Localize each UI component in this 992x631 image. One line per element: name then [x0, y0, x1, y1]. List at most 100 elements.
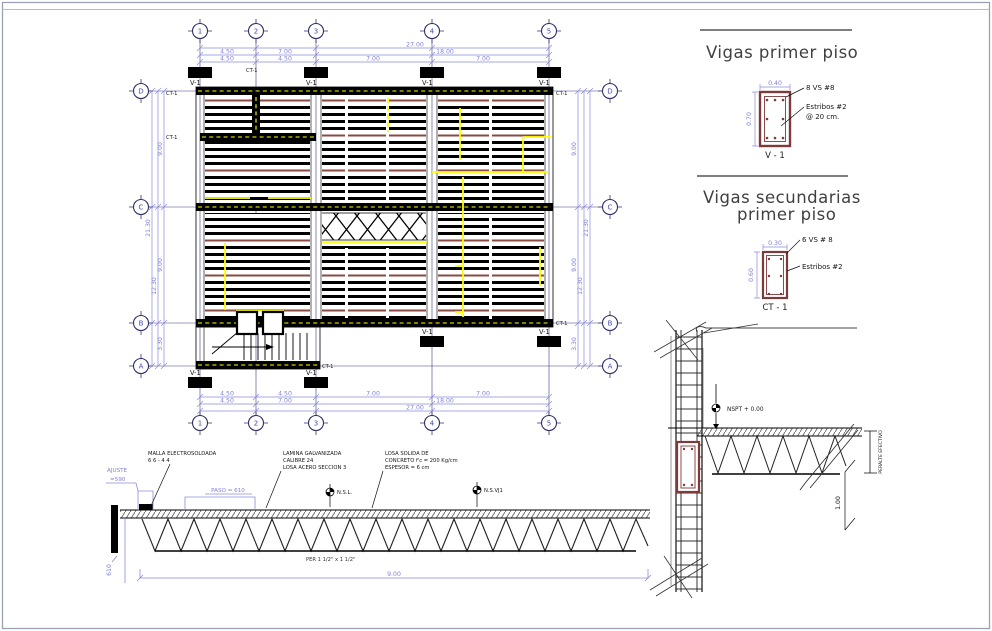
columns: V-1 V-1 V-1 V-1 V-1 V-1 V-1 V-1: [188, 67, 561, 388]
ajuste-label: AJUSTE: [107, 468, 128, 474]
column-label: V-1: [306, 369, 317, 377]
dim: 7.00: [278, 398, 292, 405]
grid-bubble-label: 3: [314, 420, 318, 428]
beam-section-v1: Vigas primer piso 0.40 0.70 8 VS #8 Estr…: [700, 29, 858, 161]
span-dimension: 9.00: [136, 569, 652, 582]
dim: 12.30: [577, 277, 584, 295]
grid-bubble-label: 5: [547, 28, 551, 36]
dim: 0.70: [746, 112, 753, 126]
dim: 21.30: [145, 219, 152, 237]
dim: 18.00: [436, 398, 454, 405]
dim: 7.00: [476, 391, 490, 398]
beam-label: CT-1: [246, 68, 258, 74]
dim: 7.00: [366, 391, 380, 398]
beam-label: CT-1: [166, 91, 178, 97]
height-dimension: 610: [106, 518, 126, 583]
column-label: V-1: [190, 79, 201, 87]
dim: 610: [106, 564, 113, 576]
stairs: [211, 310, 308, 360]
paso-label: PASO = 610: [211, 488, 245, 494]
section-title: Vigas primer piso: [706, 43, 858, 62]
one-meter-dimension: 1.00: [835, 459, 856, 531]
grid-bubbles: 1 2 3 4 5 1 2 3 4 5 D C B A D C B A: [128, 18, 623, 436]
beam-labels: CT-1 CT-1 CT-1 CT-1 CT-1 CT-1: [166, 68, 568, 370]
column-label: V-1: [422, 79, 433, 87]
level-marker-nsvj: N.S.VJ1: [472, 482, 503, 507]
grid-bubble-label: A: [608, 363, 613, 371]
dim: 7.00: [476, 56, 490, 63]
level-label: N.S.VJ1: [484, 488, 503, 494]
dim: 27.00: [406, 42, 424, 49]
grid-bubble-label: D: [138, 88, 143, 96]
dim: 0.30: [768, 240, 782, 247]
grid-bubble-label: 1: [198, 420, 202, 428]
column-label: V-1: [539, 328, 550, 336]
lamina-note: CALIBRE 24: [283, 458, 314, 464]
dim: 27.00: [406, 405, 424, 412]
level-marker-nsl: N.S.L.: [325, 484, 352, 507]
peralte-dimension: PERALTE EFECTIVO: [864, 430, 884, 474]
ajuste-callout: AJUSTE =590: [106, 468, 154, 510]
dim: 4.50: [220, 391, 234, 398]
malla-note: 6 6 - 4 4: [148, 458, 170, 464]
beam-label: CT-1: [322, 364, 334, 370]
column-label: V-1: [306, 79, 317, 87]
grid-bubble-label: D: [607, 88, 612, 96]
stirrup-note: Estribos #2: [806, 103, 847, 111]
dimensions-left: 21.30 12.30 9.00 9.00 3.30: [145, 87, 168, 370]
dim: 0.60: [748, 268, 755, 282]
grid-bubble-label: 4: [430, 28, 435, 36]
dimensions-bottom: 4.50 4.50 7.00 7.00 4.50 7.00 18.00 27.0…: [196, 391, 553, 415]
joist-section: AJUSTE =590 PASO = 610 MALLA ELECTROSOLD…: [106, 451, 652, 583]
floor-plan: V-1 V-1 V-1 V-1 V-1 V-1 V-1 V-1 CT-1 CT-…: [128, 18, 623, 436]
column-label: V-1: [539, 79, 550, 87]
peralte-label: PERALTE EFECTIVO: [878, 430, 884, 474]
grid-bubble-label: C: [139, 204, 144, 212]
dim: 1.00: [835, 496, 842, 510]
dim: 3.30: [157, 337, 164, 351]
per-note: PER 1 1/2" x 1 1/2": [306, 557, 355, 563]
grid-bubble-label: 4: [430, 420, 435, 428]
column-label: V-1: [422, 328, 433, 336]
malla-callout: MALLA ELECTROSOLDADA 6 6 - 4 4: [148, 451, 217, 509]
section-title: primer piso: [737, 205, 836, 224]
dim: 9.00: [571, 258, 578, 272]
grid-bubble-label: 2: [254, 420, 258, 428]
stirrup-note: @ 20 cm.: [806, 113, 839, 121]
dim: 4.50: [278, 391, 292, 398]
level-marker-nspt: NSPT + 0.00: [711, 384, 764, 429]
beam-label: CT-1: [556, 321, 568, 327]
dim: 18.00: [436, 49, 454, 56]
beam-label: CT-1: [166, 135, 178, 141]
section-label: CT - 1: [762, 303, 787, 313]
ajuste-value: =590: [110, 477, 126, 483]
dim: 4.50: [220, 56, 234, 63]
malla-note: MALLA ELECTROSOLDADA: [148, 451, 217, 457]
dimensions-top: 27.00 4.50 7.00 18.00 4.50 4.50 7.00 7.0…: [196, 42, 553, 66]
dim: 9.00: [157, 258, 164, 272]
lamina-note: LOSA ACERO SECCION 3: [283, 465, 346, 471]
rebar-note: 6 VS # 8: [802, 236, 833, 244]
beam-label: CT-1: [556, 91, 568, 97]
beam-section-ct1: Vigas secundarias primer piso 0.30 0.60 …: [697, 175, 860, 313]
dim: 12.30: [151, 277, 158, 295]
grid-bubble-label: 3: [314, 28, 318, 36]
dim: 4.50: [278, 56, 292, 63]
dim: 0.40: [768, 80, 782, 87]
grid-bubble-label: B: [139, 320, 144, 328]
dim: 9.00: [157, 142, 164, 156]
losa-note: ESPESOR = 6 cm: [385, 465, 429, 471]
grid-bubble-label: 5: [547, 420, 551, 428]
losa-note: LOSA SOLIDA DE: [385, 451, 429, 457]
section-label: V - 1: [765, 151, 785, 161]
x-bracing: [322, 212, 426, 241]
dim: 21.30: [583, 219, 590, 237]
level-label: N.S.L.: [337, 490, 352, 496]
losa-callout: LOSA SOLIDA DE CONCRETO f'c = 200 Kg/cm …: [371, 451, 458, 509]
dim: 9.00: [571, 142, 578, 156]
losa-note: CONCRETO f'c = 200 Kg/cm: [385, 458, 458, 464]
paso-callout: PASO = 610: [184, 488, 256, 510]
stirrup-note: Estribos #2: [802, 263, 843, 271]
